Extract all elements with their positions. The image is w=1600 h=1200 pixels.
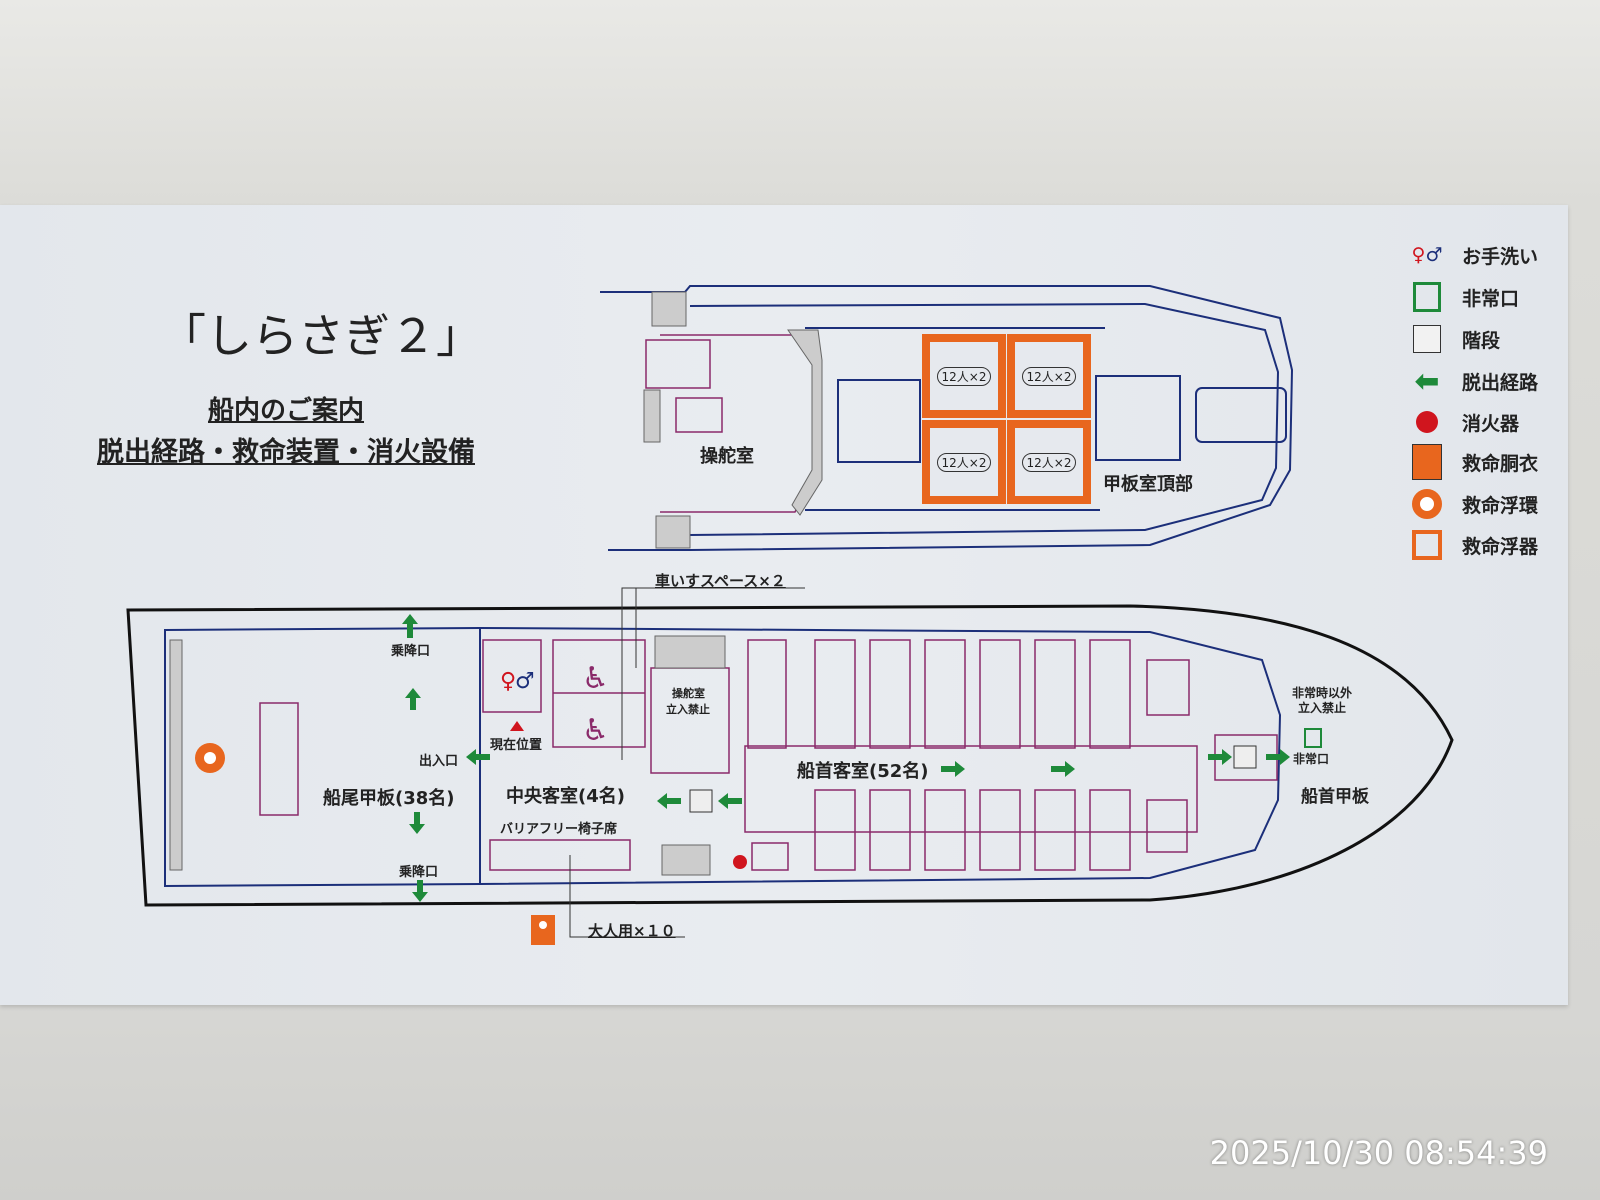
ship-name-title: 「しらさぎ２」	[160, 309, 482, 363]
bow-deck-label: 船首甲板	[1301, 787, 1369, 807]
stairs-icon	[689, 789, 713, 813]
escape-route-arrow-icon: ⬅	[1414, 363, 1440, 399]
wheelchair-space-label: 車いすスペース×２	[655, 572, 786, 590]
guide-subtitle-2: 脱出経路・救命装置・消火設備	[97, 437, 475, 468]
main-deck-outer-hull	[126, 604, 1454, 907]
legend-item: ⬅脱出経路	[1410, 363, 1538, 399]
wheelhouse-no-entry-label: 操舵室	[672, 687, 705, 700]
life-raft: 12人×2	[922, 334, 1006, 418]
fire-extinguisher-marker	[733, 855, 747, 869]
wheelhouse-no-entry-label-2: 立入禁止	[666, 703, 710, 716]
stern-deck-label: 船尾甲板(38名)	[323, 788, 455, 809]
seat-rows	[747, 639, 1190, 871]
life-ring-marker	[195, 743, 225, 773]
boarding-label: 乗降口	[399, 865, 439, 880]
legend-item: 救命胴衣	[1410, 444, 1538, 480]
life-raft: 12人×2	[1007, 420, 1091, 504]
escape-route-arrows	[402, 614, 1290, 902]
wheelchair-icon: ♿	[582, 661, 609, 696]
deckhouse-roof-label: 甲板室頂部	[1103, 474, 1193, 495]
stairs-icon	[1410, 324, 1444, 354]
wheelchair-icon: ♿	[582, 713, 609, 748]
life-raft: 12人×2	[1007, 334, 1091, 418]
life-jacket-marker	[531, 915, 555, 945]
fire-extinguisher-icon	[1410, 407, 1444, 437]
life-ring-icon	[1410, 489, 1444, 519]
legend-item: 非常口	[1410, 282, 1519, 312]
boarding-label: 乗降口	[391, 644, 431, 659]
main-deck-interior	[259, 639, 1278, 871]
legend-item: 救命浮環	[1410, 489, 1538, 519]
emergency-exit-label: 非常口	[1293, 752, 1330, 766]
life-float-icon	[1410, 530, 1444, 560]
no-entry-label-2: 立入禁止	[1298, 701, 1347, 715]
upper-deck-hatched-walls	[643, 291, 823, 549]
barrier-free-seats-label: バリアフリー椅子席	[500, 822, 618, 837]
emergency-exit-icon	[1304, 728, 1322, 748]
wheelhouse-label: 操舵室	[700, 446, 754, 467]
adult-life-jackets-label: 大人用×１０	[588, 922, 676, 940]
upper-deck-outline	[600, 285, 1294, 551]
restroom-icon: ♀♂	[1411, 244, 1443, 266]
bow-cabin-label: 船首客室(52名)	[797, 761, 929, 782]
sign-panel	[0, 205, 1568, 1005]
legend-item: 救命浮器	[1410, 530, 1538, 560]
entrance-label: 出入口	[419, 754, 459, 769]
legend-item: 消火器	[1410, 407, 1519, 437]
restroom-male-icon: ♂	[515, 669, 535, 694]
life-raft: 12人×2	[922, 420, 1006, 504]
legend-item: 階段	[1410, 324, 1500, 354]
stairs-icon	[1233, 745, 1257, 769]
current-location-marker	[510, 721, 524, 731]
current-location-label: 現在位置	[490, 738, 543, 753]
center-cabin-label: 中央客室(4名)	[506, 786, 625, 807]
upper-deck-wheelhouse	[645, 334, 816, 513]
guide-subtitle: 船内のご案内	[208, 396, 365, 426]
restroom-female-icon: ♀	[500, 669, 516, 694]
photo-timestamp: 2025/10/30 08:54:39	[1209, 1134, 1548, 1172]
legend-item: ♀♂お手洗い	[1410, 240, 1539, 270]
no-entry-label: 非常時以外	[1292, 686, 1353, 700]
emergency-exit-icon	[1410, 282, 1444, 312]
life-jacket-icon	[1410, 444, 1444, 480]
main-deck-hatched-walls	[169, 635, 726, 876]
leader-lines	[569, 587, 805, 938]
